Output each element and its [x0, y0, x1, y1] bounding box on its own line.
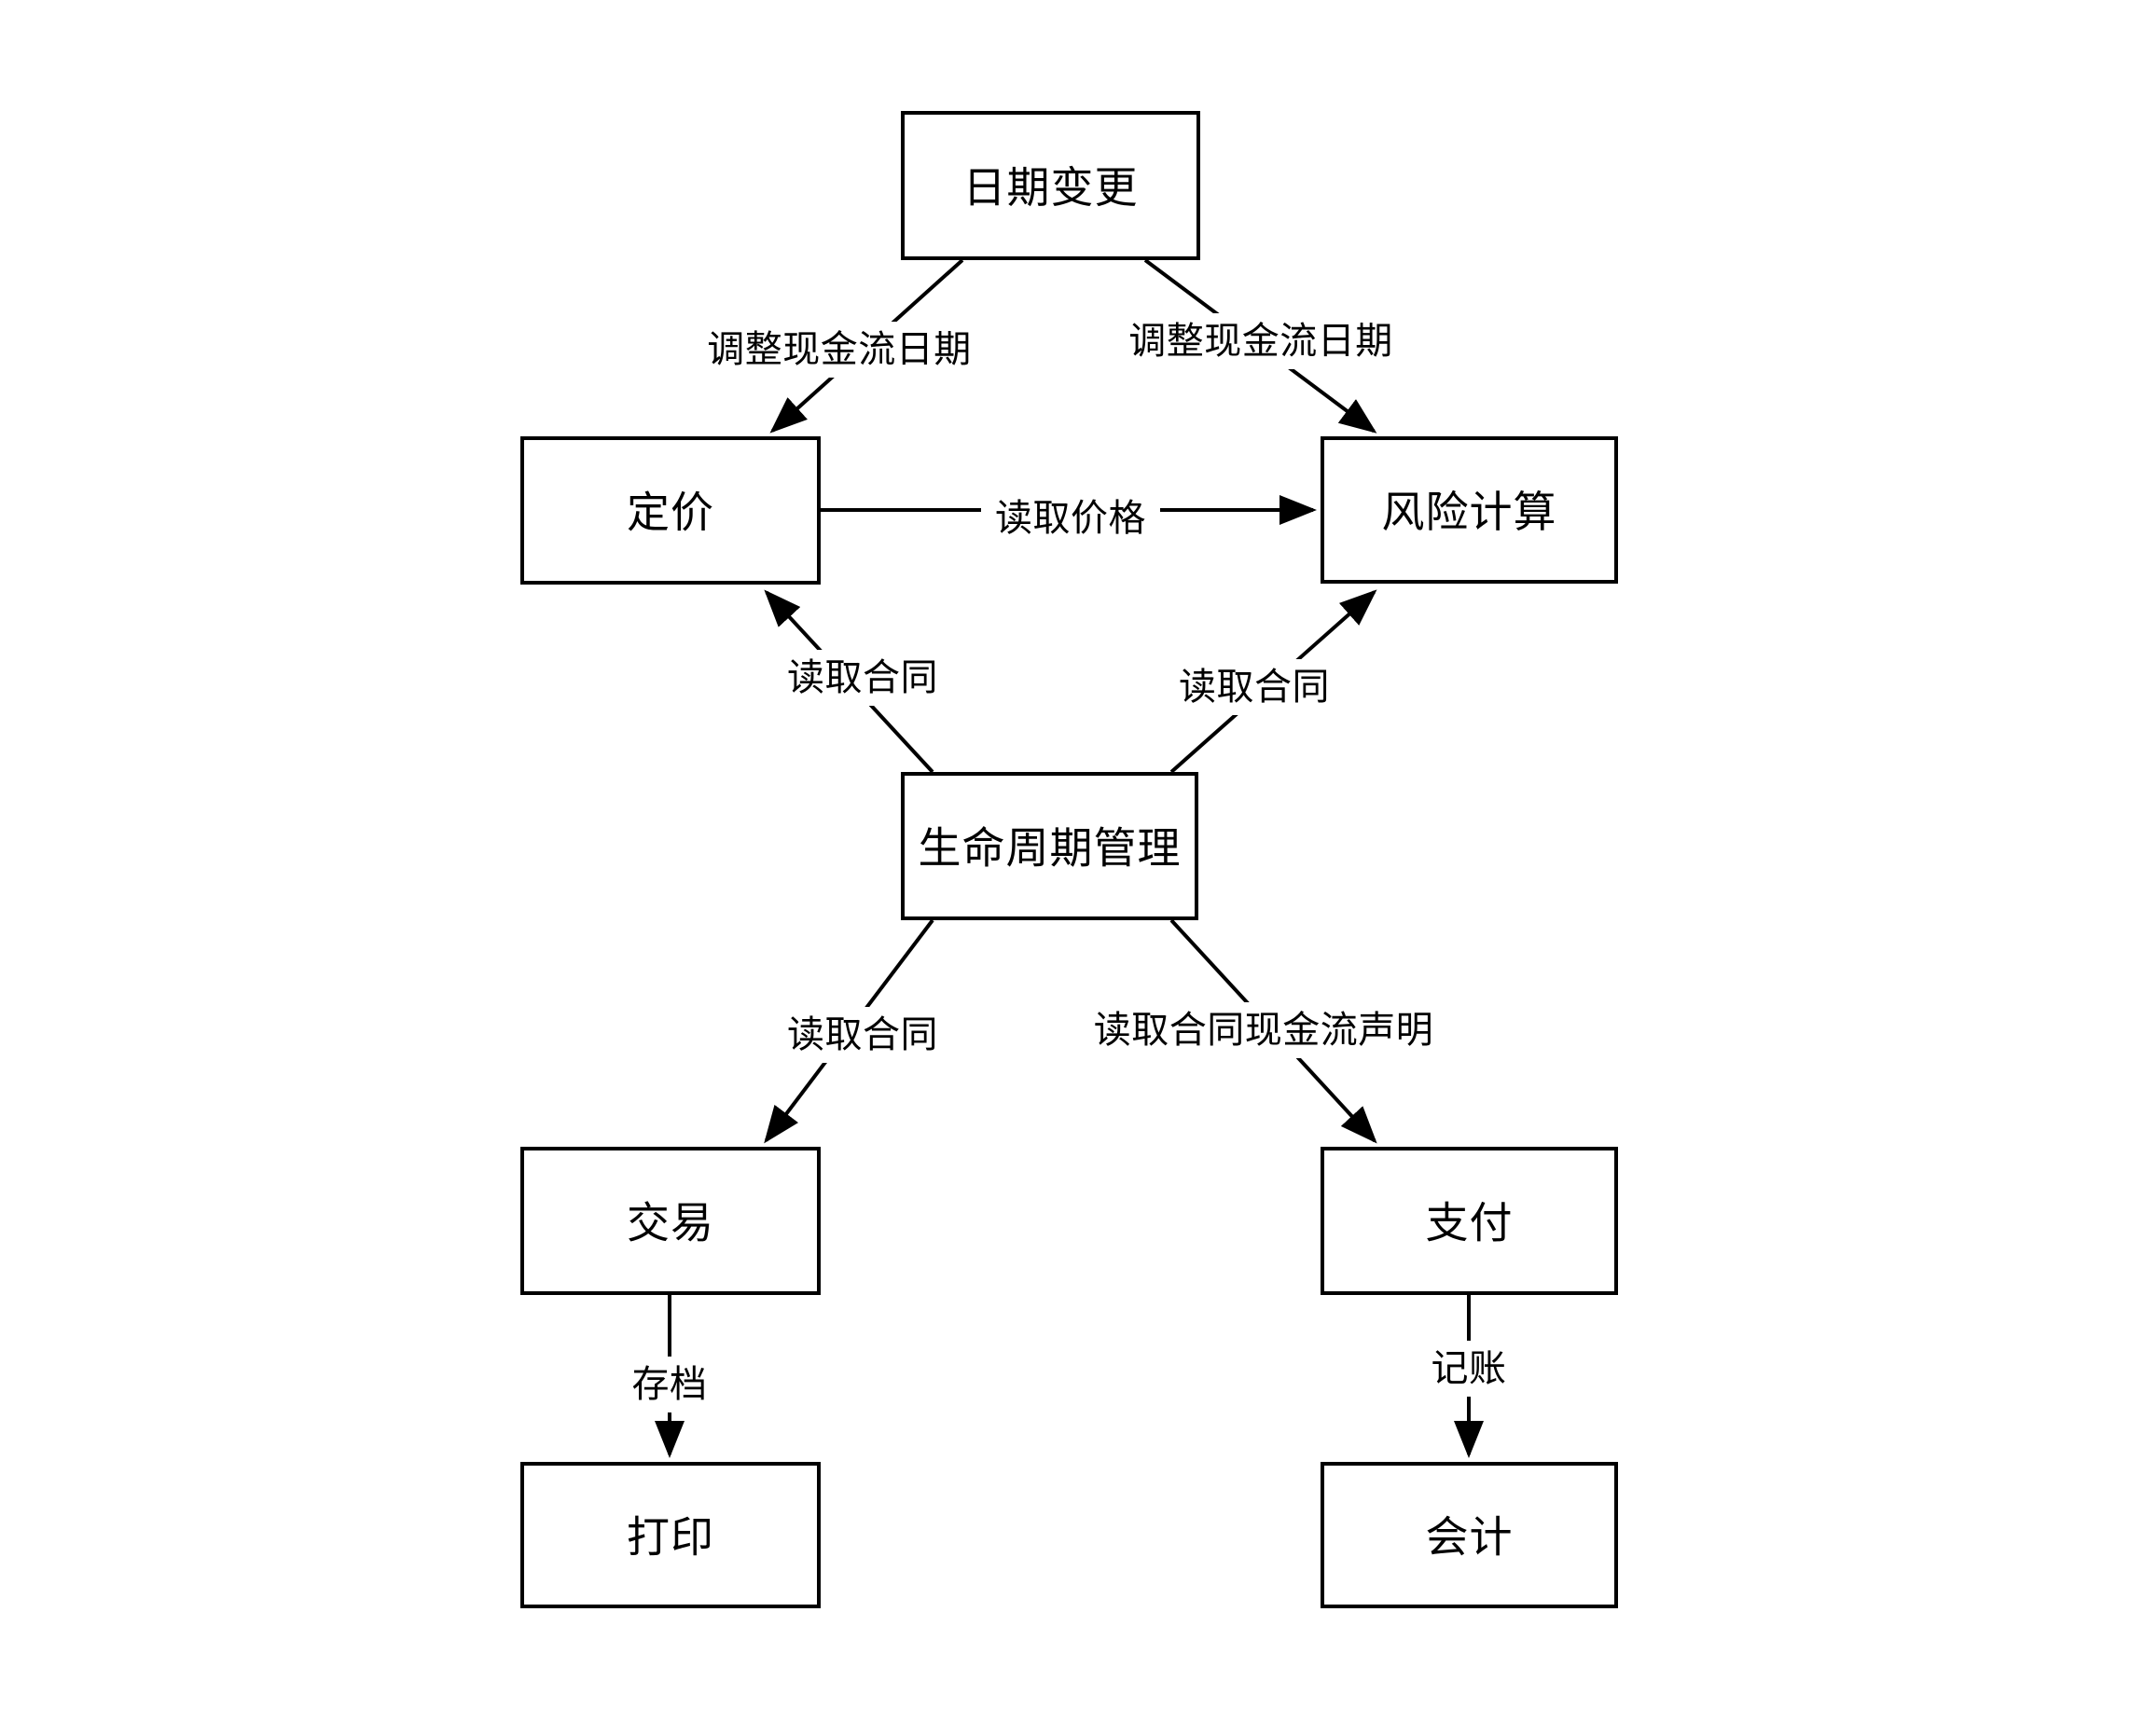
node-box[interactable] — [520, 436, 821, 585]
edge-label-backdrop — [1113, 313, 1409, 369]
node-date-change[interactable]: 日期变更 — [901, 111, 1200, 260]
node-label: 打印 — [627, 1513, 714, 1562]
edge-label-pricing-to-risk: 读取价格 — [981, 490, 1160, 546]
node-box[interactable] — [901, 772, 1198, 920]
edge-label-lifecycle-to-risk: 读取合同 — [1165, 659, 1344, 715]
node-risk-calculation[interactable]: 风险计算 — [1321, 436, 1618, 584]
node-payment[interactable]: 支付 — [1321, 1147, 1618, 1295]
node-label: 日期变更 — [963, 163, 1139, 212]
node-label: 定价 — [627, 489, 714, 537]
edge-label-text: 调整现金流日期 — [1128, 321, 1393, 362]
edge-label-backdrop — [773, 1007, 952, 1063]
node-box[interactable] — [1321, 1462, 1618, 1608]
edge-label-backdrop — [619, 1357, 720, 1412]
node-label: 生命周期管理 — [919, 824, 1182, 873]
edge-label-backdrop — [1165, 659, 1344, 715]
edge-label-backdrop — [1418, 1341, 1519, 1397]
edge-label-text: 记账 — [1432, 1348, 1507, 1389]
edge-labels-layer: 调整现金流日期调整现金流日期读取价格读取合同读取合同读取合同读取合同现金流声明存… — [619, 313, 1519, 1412]
node-lifecycle-management[interactable]: 生命周期管理 — [901, 772, 1198, 920]
node-accounting[interactable]: 会计 — [1321, 1462, 1618, 1608]
node-print[interactable]: 打印 — [520, 1462, 821, 1608]
node-label: 会计 — [1426, 1513, 1514, 1562]
edge-label-text: 读取合同现金流声明 — [1094, 1010, 1434, 1051]
edge-label-text: 存档 — [632, 1364, 708, 1405]
node-label: 风险计算 — [1382, 488, 1557, 536]
node-label: 交易 — [627, 1199, 714, 1247]
edge-label-backdrop — [1076, 1002, 1451, 1058]
node-box[interactable] — [520, 1147, 821, 1295]
edge-label-text: 读取价格 — [995, 498, 1146, 539]
edge-label-trading-to-print: 存档 — [619, 1357, 720, 1412]
edge-label-backdrop — [981, 490, 1160, 546]
node-box[interactable] — [1321, 436, 1618, 584]
node-box[interactable] — [520, 1462, 821, 1608]
edge-label-backdrop — [773, 650, 952, 706]
edge-label-date-change-to-pricing: 调整现金流日期 — [691, 322, 988, 378]
node-box[interactable] — [901, 111, 1200, 260]
edge-label-backdrop — [691, 322, 988, 378]
edge-label-text: 读取合同 — [787, 657, 938, 698]
edge-label-text: 读取合同 — [787, 1014, 938, 1055]
edge-label-text: 调整现金流日期 — [707, 329, 972, 370]
node-pricing[interactable]: 定价 — [520, 436, 821, 585]
node-label: 支付 — [1426, 1199, 1514, 1247]
node-trading[interactable]: 交易 — [520, 1147, 821, 1295]
edge-label-payment-to-accounting: 记账 — [1418, 1341, 1519, 1397]
node-box[interactable] — [1321, 1147, 1618, 1295]
edge-label-lifecycle-to-pricing: 读取合同 — [773, 650, 952, 706]
edge-label-lifecycle-to-payment: 读取合同现金流声明 — [1076, 1002, 1451, 1058]
edge-label-date-change-to-risk: 调整现金流日期 — [1113, 313, 1409, 369]
edge-label-lifecycle-to-trading: 读取合同 — [773, 1007, 952, 1063]
edge-label-text: 读取合同 — [1179, 667, 1330, 708]
